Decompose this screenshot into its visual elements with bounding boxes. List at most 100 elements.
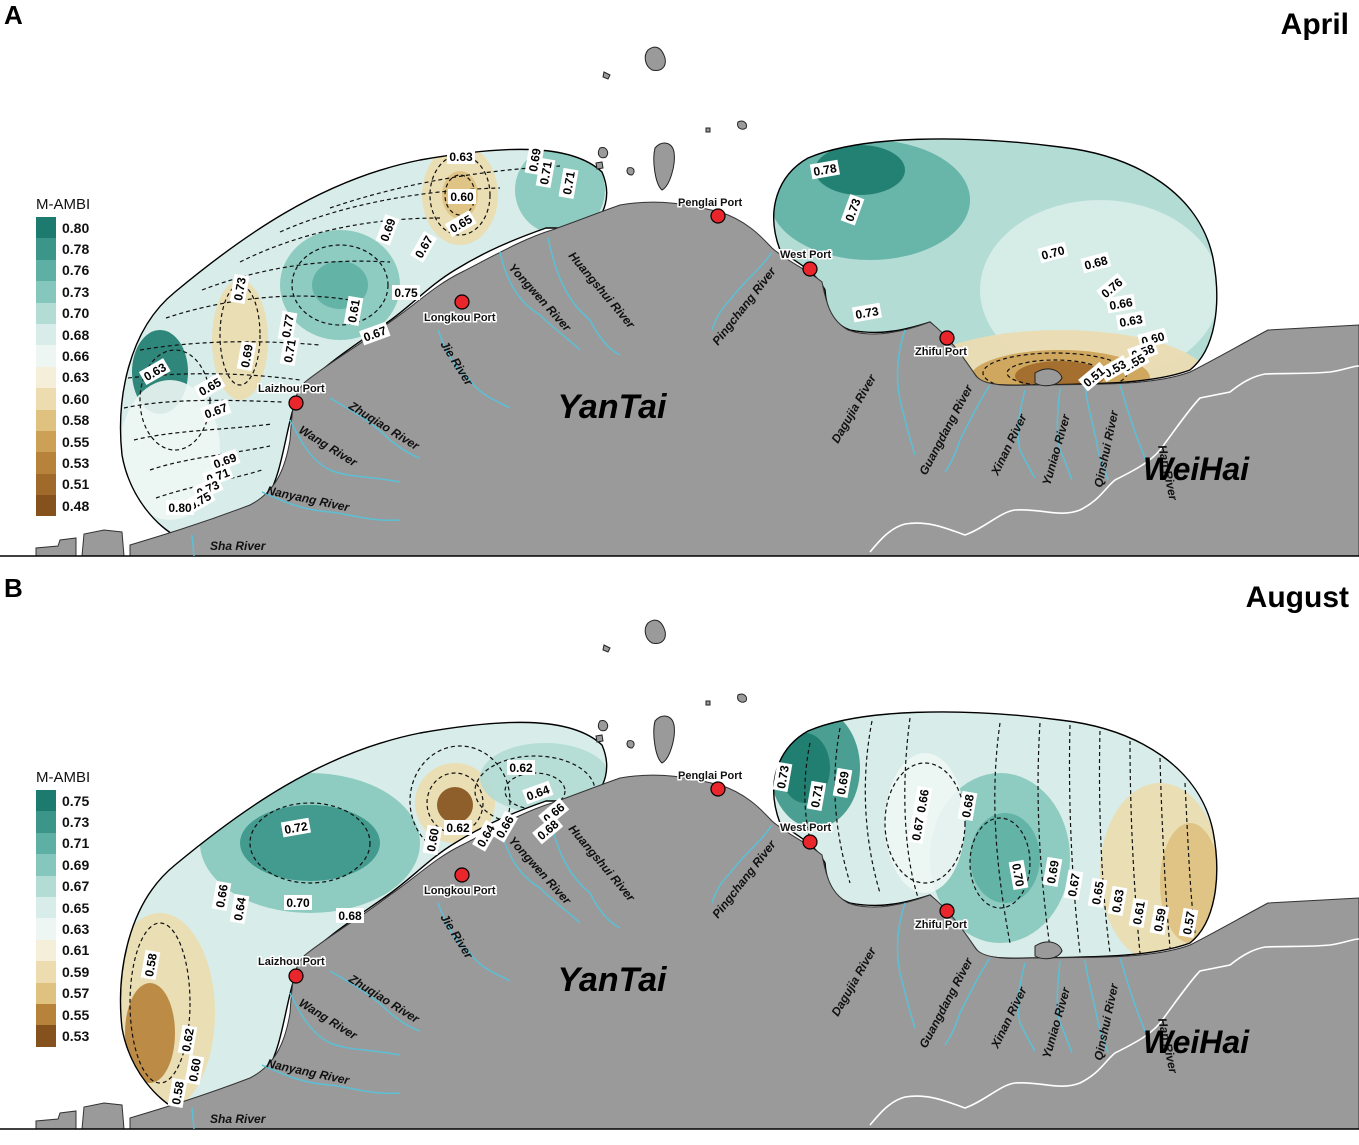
island	[595, 161, 604, 170]
contour-label: 0.63	[1107, 885, 1128, 917]
port-marker	[939, 330, 955, 346]
legend-label: 0.76	[62, 262, 90, 279]
contour-value: 0.73	[774, 764, 792, 790]
contour-value: 0.71	[560, 170, 578, 196]
contour-line	[139, 341, 321, 351]
river-line	[191, 1107, 195, 1130]
island	[602, 71, 611, 80]
river-line	[499, 824, 581, 924]
value-zone	[125, 983, 175, 1083]
legend-title: M-AMBI	[36, 769, 91, 786]
port-label: West Port	[780, 249, 831, 261]
port-marker	[454, 294, 470, 310]
contour-value: 0.67	[909, 816, 927, 842]
contour-ring	[429, 154, 491, 236]
contour-label: 0.63	[1115, 310, 1147, 331]
legend-swatch	[36, 259, 56, 282]
contour-line	[127, 373, 301, 381]
contour-label: 0.75	[392, 285, 420, 300]
mainland-fragment	[81, 1102, 125, 1130]
city-label: WeiHai	[1143, 1024, 1250, 1060]
contour-label: 0.70	[1008, 859, 1029, 891]
legend-row: 0.75	[36, 790, 146, 812]
contour-value: 0.60	[424, 827, 442, 853]
legend-row: 0.53	[36, 452, 146, 474]
river-line	[1056, 960, 1073, 1054]
legend-row: 0.67	[36, 875, 146, 897]
contour-line	[994, 722, 1011, 944]
river-line	[499, 251, 581, 351]
river-line	[547, 810, 621, 929]
contour-label: 0.67	[1063, 869, 1084, 901]
contour-label: 0.63	[447, 149, 475, 164]
legend-swatch	[36, 217, 56, 239]
port-marker	[710, 208, 726, 224]
panel-month-title: August	[1245, 581, 1349, 614]
legend-label: 0.63	[62, 921, 90, 938]
city-border	[869, 365, 1359, 553]
legend-swatch	[36, 409, 56, 431]
contour-label: 0.59	[1149, 904, 1170, 936]
island	[644, 46, 666, 71]
contour-value: 0.60	[186, 1057, 204, 1083]
contour-label: 0.69	[1042, 856, 1063, 888]
value-zone	[437, 787, 473, 823]
river-label: Sha River	[210, 1112, 267, 1126]
port-marker	[288, 968, 304, 984]
port-marker	[802, 834, 818, 850]
legend-swatch	[36, 896, 56, 919]
island	[597, 147, 609, 159]
river-line	[261, 491, 401, 522]
contour-value: 0.63	[449, 150, 473, 164]
port-marker	[939, 903, 955, 919]
contour-line	[133, 423, 273, 441]
contour-value: 0.60	[450, 190, 474, 204]
contour-label: 0.62	[444, 820, 472, 835]
panel-letter: B	[4, 573, 23, 603]
legend-swatch	[36, 854, 56, 876]
legend-label: 0.68	[62, 326, 90, 343]
river-line	[547, 237, 621, 356]
contour-label: 0.68	[336, 908, 364, 923]
legend-label: 0.55	[62, 1006, 90, 1023]
island	[737, 120, 747, 130]
contour-value: 0.69	[1044, 859, 1062, 885]
contour-ring	[884, 762, 966, 884]
east-sea-outline	[773, 711, 1218, 959]
contour-label: 0.64	[229, 893, 250, 925]
legend-swatch	[36, 281, 56, 303]
legend-row: 0.55	[36, 430, 146, 453]
port-label: Zhifu Port	[915, 919, 967, 931]
contour-label: 0.68	[532, 814, 564, 845]
legend-swatch	[36, 366, 56, 389]
port-label: Longkou Port	[424, 885, 496, 897]
contour-line	[239, 217, 441, 263]
island	[644, 619, 666, 644]
legend-row: 0.65	[36, 896, 146, 919]
contour-line	[1129, 740, 1141, 954]
contour-line	[804, 742, 821, 874]
river-line	[711, 251, 773, 331]
contour-line	[864, 720, 881, 894]
contour-value: 0.73	[854, 304, 880, 322]
contour-value: 0.70	[1009, 862, 1027, 888]
legend-label: 0.53	[62, 454, 90, 471]
legend-swatch	[36, 452, 56, 474]
contour-value: 0.70	[1040, 243, 1066, 263]
contour-label: 0.66	[211, 880, 232, 912]
contour-value: 0.70	[286, 896, 310, 910]
legend-label: 0.73	[62, 283, 90, 300]
city-label: YanTai	[558, 961, 669, 999]
legend-swatch	[36, 918, 56, 940]
port-label: Penglai Port	[678, 197, 743, 209]
city-label: YanTai	[558, 388, 669, 426]
mainland-fragment	[35, 537, 77, 557]
legend-label: 0.61	[62, 942, 90, 959]
contour-value: 0.68	[1083, 253, 1109, 273]
city-label: WeiHai	[1143, 451, 1250, 487]
contour-value: 0.59	[1151, 907, 1169, 933]
contour-value: 0.67	[1065, 872, 1083, 898]
contour-label: 0.70	[1037, 241, 1069, 264]
